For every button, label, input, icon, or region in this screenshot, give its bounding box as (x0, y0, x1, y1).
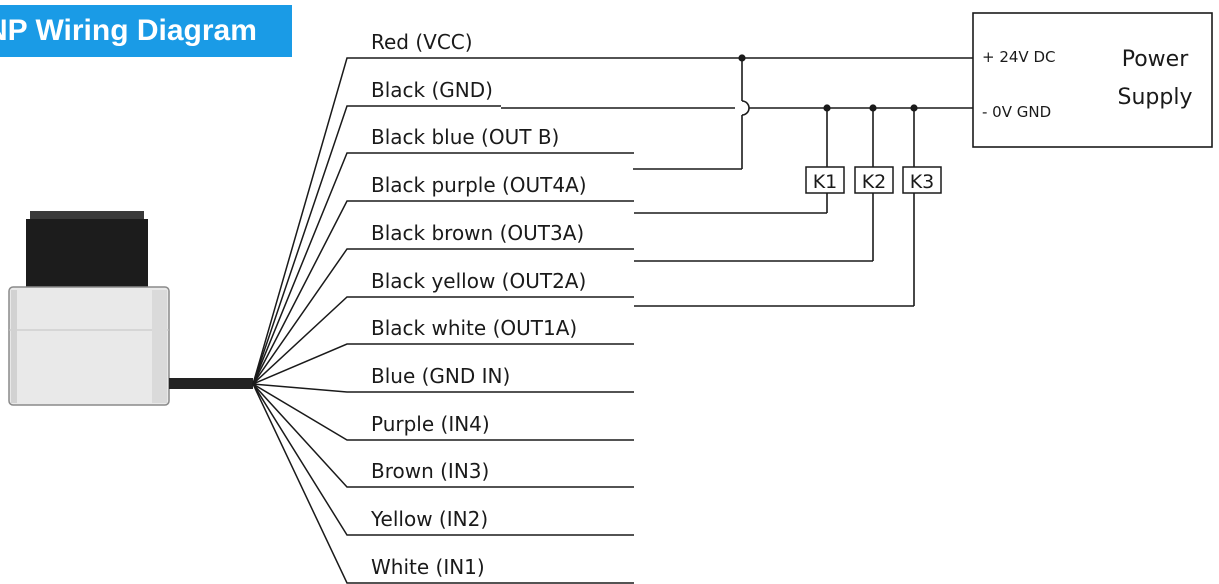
wire-label-3: Black blue (OUT B) (371, 125, 559, 149)
sensor-side-shade-right (152, 290, 167, 403)
sensor-device (8, 211, 253, 406)
wire-line-6 (252, 296, 634, 385)
wire-line-2 (252, 105, 501, 385)
relay-k2: K2 (854, 166, 894, 194)
junction-vcc (738, 54, 746, 62)
wire-label-6: Black yellow (OUT2A) (371, 269, 586, 293)
diagram-title-text: NP Wiring Diagram (0, 14, 257, 47)
sensor-head (26, 219, 148, 291)
wire-label-4: Black purple (OUT4A) (371, 173, 587, 197)
connections (501, 57, 973, 307)
relay-k1: K1 (805, 166, 845, 194)
wire-line-9 (252, 383, 634, 441)
junction-k3 (910, 104, 918, 112)
wire-line-11 (252, 383, 634, 536)
wire-label-10: Brown (IN3) (371, 459, 489, 483)
wire-label-12: White (IN1) (371, 555, 485, 579)
junction-k1 (823, 104, 831, 112)
wire-line-12 (252, 383, 634, 584)
relay-k1-label: K1 (813, 171, 838, 193)
wire-line-5 (252, 248, 634, 385)
junction-k2 (869, 104, 877, 112)
sensor-cable (169, 378, 253, 389)
relay-k2-box (854, 166, 894, 194)
power-supply-title-line2: Supply (1118, 85, 1193, 110)
wire-line-1 (252, 57, 501, 385)
sensor-side-shade (11, 290, 17, 403)
wire-label-9: Purple (IN4) (371, 412, 490, 436)
power-supply: + 24V DC - 0V GND Power Supply (972, 12, 1213, 148)
wire-label-1: Red (VCC) (371, 30, 473, 54)
power-supply-title-line1: Power (1122, 47, 1189, 72)
wire-label-11: Yellow (IN2) (370, 507, 488, 531)
relays: K1 K2 K3 (805, 166, 942, 194)
wires: Red (VCC) Black (GND) Black blue (OUT B) Bl… (252, 30, 634, 584)
wire-line-7 (252, 343, 634, 385)
wire-label-2: Black (GND) (371, 78, 493, 102)
wire-label-7: Black white (OUT1A) (371, 316, 577, 340)
gnd-crossover-hop (741, 100, 750, 116)
relay-k3-label: K3 (910, 171, 935, 193)
power-supply-box (972, 12, 1213, 148)
relay-k1-box (805, 166, 845, 194)
wire-line-4 (252, 200, 634, 385)
wire-line-8 (252, 383, 634, 393)
relay-k3-box (902, 166, 942, 194)
wire-line-10 (252, 383, 634, 488)
diagram-title: NP Wiring Diagram (0, 5, 292, 57)
power-supply-positive-label: + 24V DC (982, 48, 1055, 66)
junctions (738, 54, 918, 112)
sensor-body (8, 286, 170, 406)
power-supply-negative-label: - 0V GND (982, 103, 1051, 121)
relay-k2-label: K2 (862, 171, 887, 193)
wire-line-3 (252, 152, 634, 385)
wire-label-5: Black brown (OUT3A) (371, 221, 584, 245)
wire-label-8: Blue (GND IN) (371, 364, 510, 388)
sensor-top-cap (30, 211, 144, 220)
relay-k3: K3 (902, 166, 942, 194)
